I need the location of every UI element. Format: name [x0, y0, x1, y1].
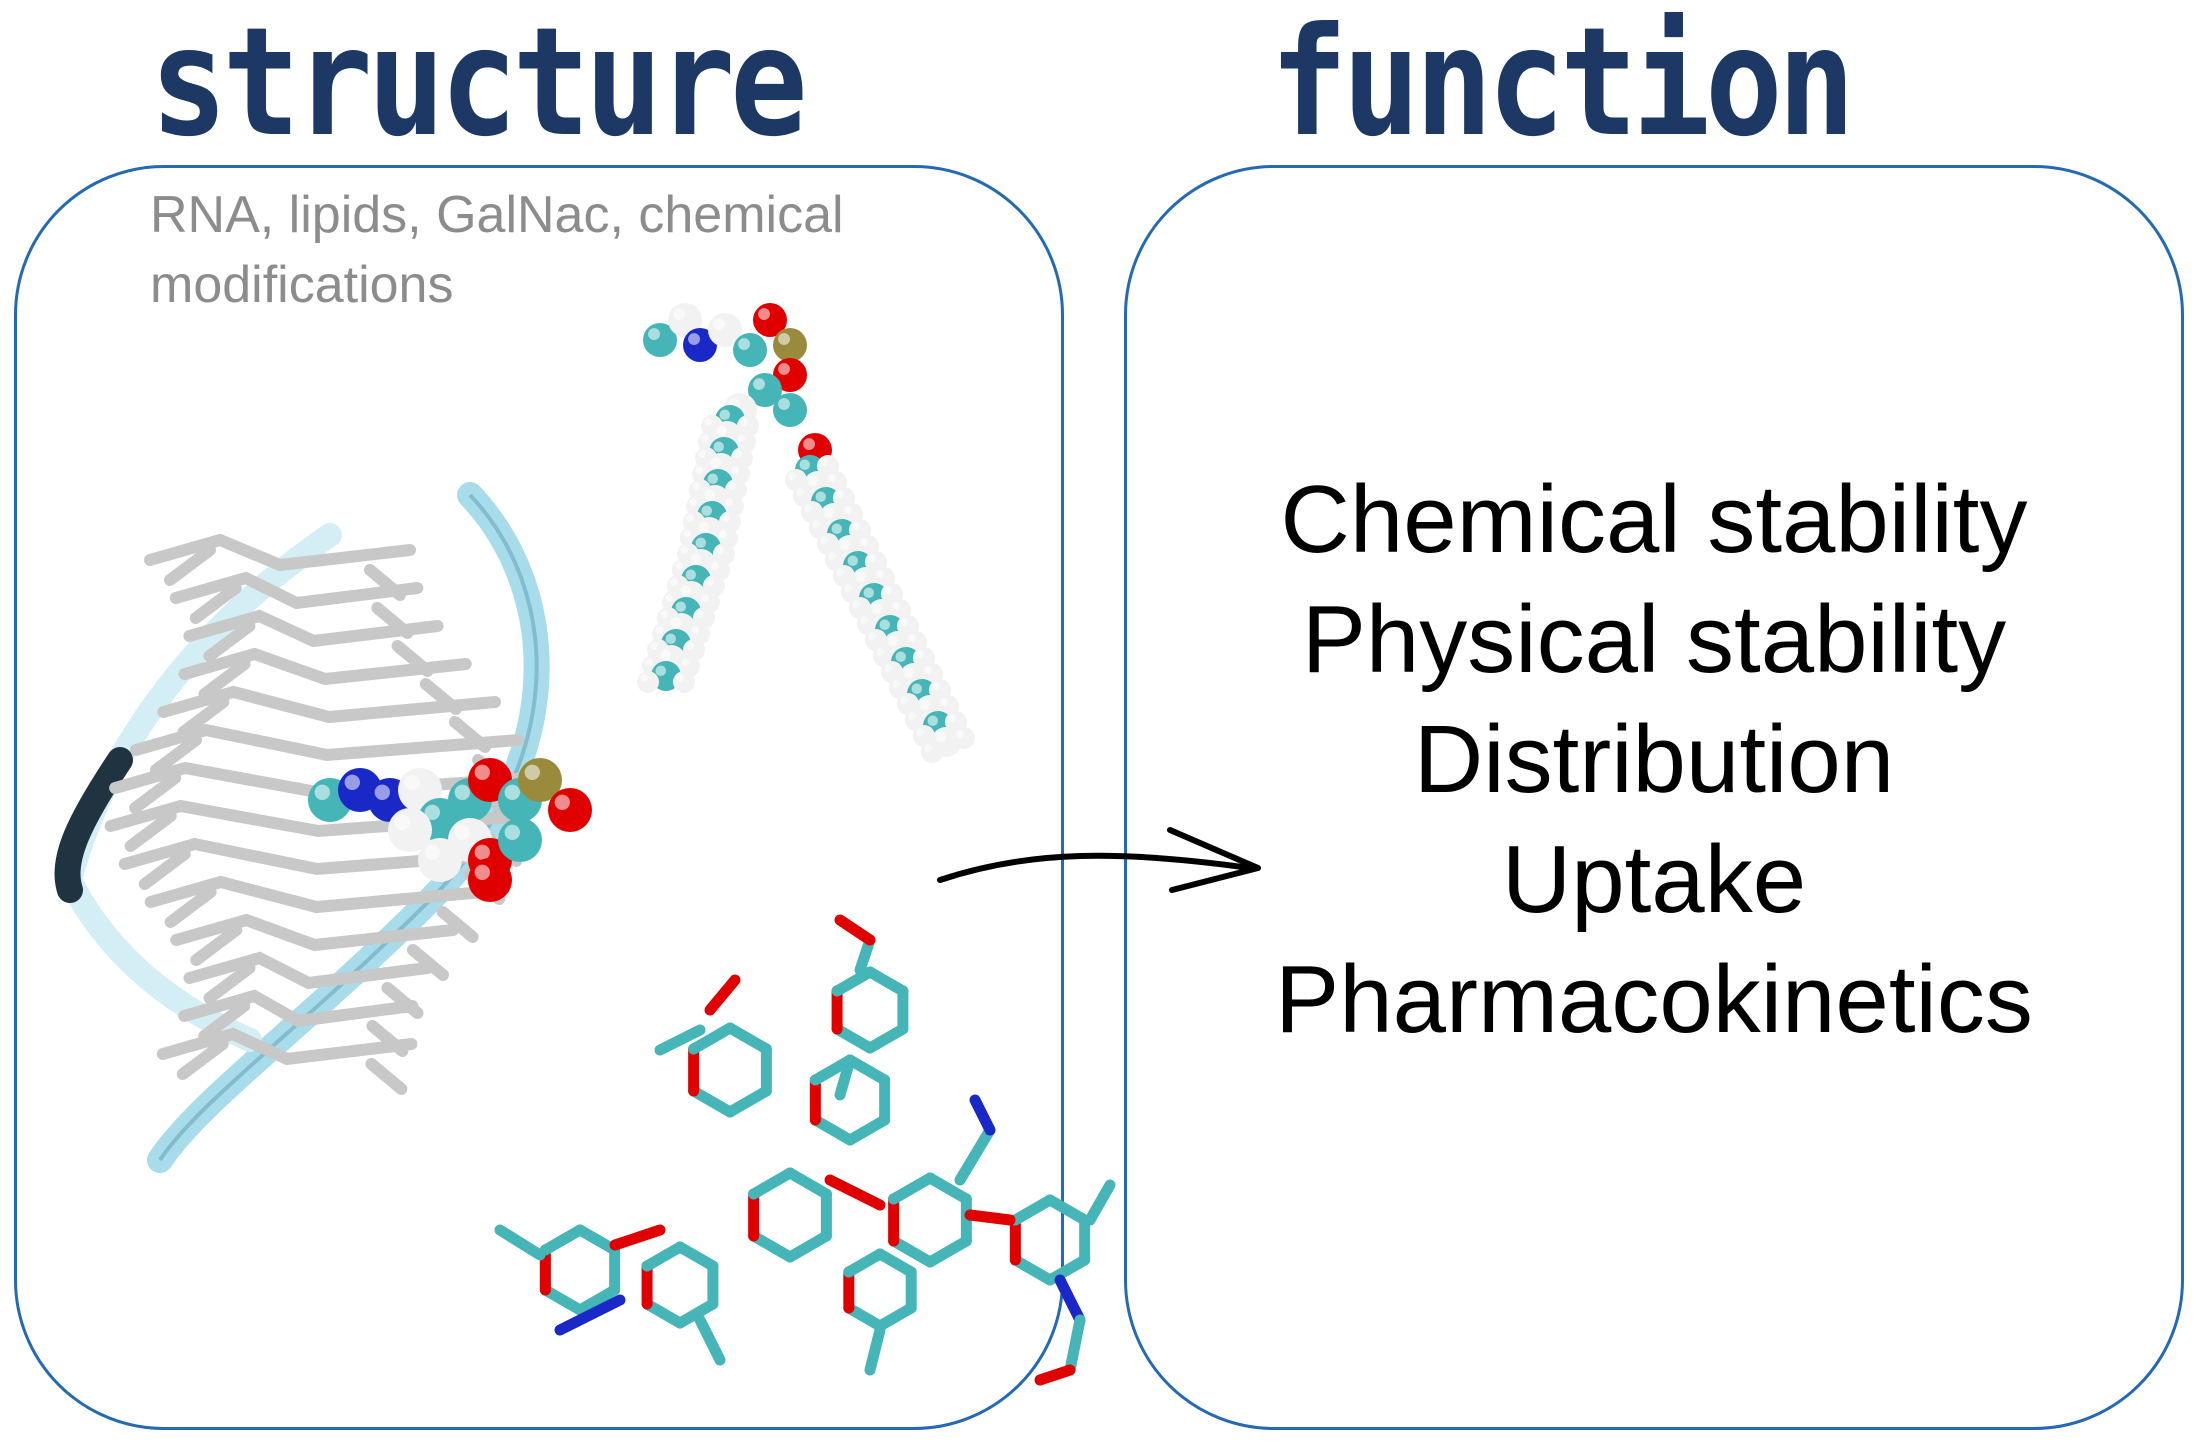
property-item: Uptake — [1501, 826, 1807, 933]
function-heading: function — [1270, 0, 1855, 170]
property-item: Distribution — [1413, 706, 1895, 813]
function-property-list: Chemical stability Physical stability Di… — [1124, 460, 2184, 1060]
property-item: Pharmacokinetics — [1275, 946, 2033, 1053]
structure-subtitle: RNA, lipids, GalNac, chemical modificati… — [150, 186, 844, 314]
rna-duplex-illustration — [54, 482, 592, 1173]
galnac-molecule-illustration — [494, 914, 1116, 1386]
arrow-right-icon — [937, 827, 1261, 893]
function-panel — [1124, 165, 2184, 1430]
structure-panel — [14, 165, 1064, 1430]
structure-heading: structure — [150, 0, 808, 170]
property-item: Chemical stability — [1280, 466, 2028, 573]
property-item: Physical stability — [1301, 586, 2007, 693]
lipid-molecule-illustration — [637, 303, 975, 763]
